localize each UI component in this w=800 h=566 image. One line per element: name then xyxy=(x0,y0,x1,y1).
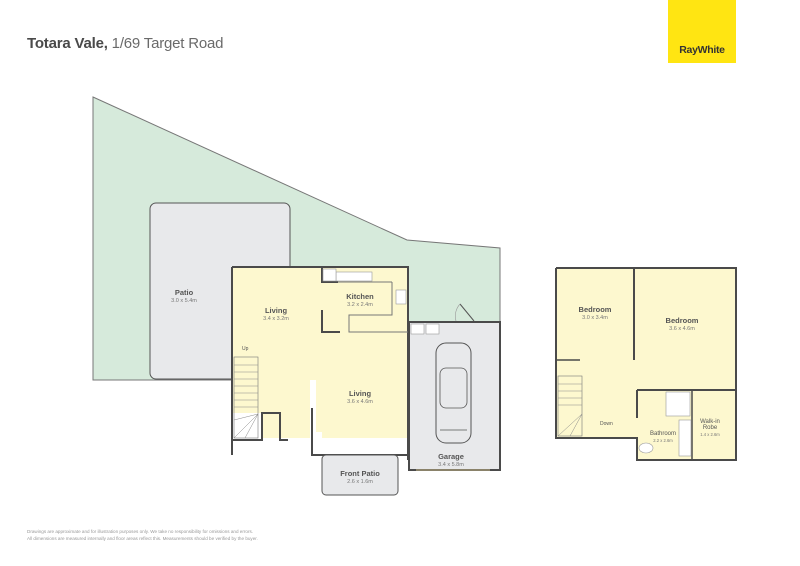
stairs-up-label: Up xyxy=(242,346,249,352)
room-label-bedroom-1: Bedroom 3.0 x 3.4m xyxy=(578,305,612,321)
street-address: 1/69 Target Road xyxy=(111,35,224,52)
room-label-bathroom: Bathroom 2.2 x 2.6m xyxy=(649,431,677,443)
room-label-garage: Garage 3.4 x 5.8m xyxy=(438,452,464,468)
disclaimer: Drawings are approximate and for illustr… xyxy=(27,529,258,541)
room-label-living-2: Living 3.6 x 4.6m xyxy=(347,389,373,405)
front-patio xyxy=(321,454,399,496)
stairs-down-label: Down xyxy=(600,421,613,427)
car-icon xyxy=(435,342,472,444)
room-label-front-patio: Front Patio 2.6 x 1.6m xyxy=(340,469,380,485)
room-label-living-1: Living 3.4 x 3.2m xyxy=(263,306,289,322)
raywhite-logo: RayWhite xyxy=(668,0,736,63)
room-label-kitchen: Kitchen 3.2 x 2.4m xyxy=(346,292,374,308)
room-label-patio: Patio 3.0 x 5.4m xyxy=(171,288,197,304)
room-label-walk-in-robe: Walk-in Robe 1.4 x 2.6m xyxy=(700,419,720,437)
logo-text: RayWhite xyxy=(679,44,725,56)
suburb: Totara Vale, xyxy=(27,35,108,52)
property-title: Totara Vale, 1/69 Target Road xyxy=(27,35,223,52)
ground-floor xyxy=(232,267,408,438)
room-label-bedroom-2: Bedroom 3.6 x 4.6m xyxy=(665,316,699,332)
upper-floor xyxy=(556,268,736,460)
garage xyxy=(408,321,501,471)
